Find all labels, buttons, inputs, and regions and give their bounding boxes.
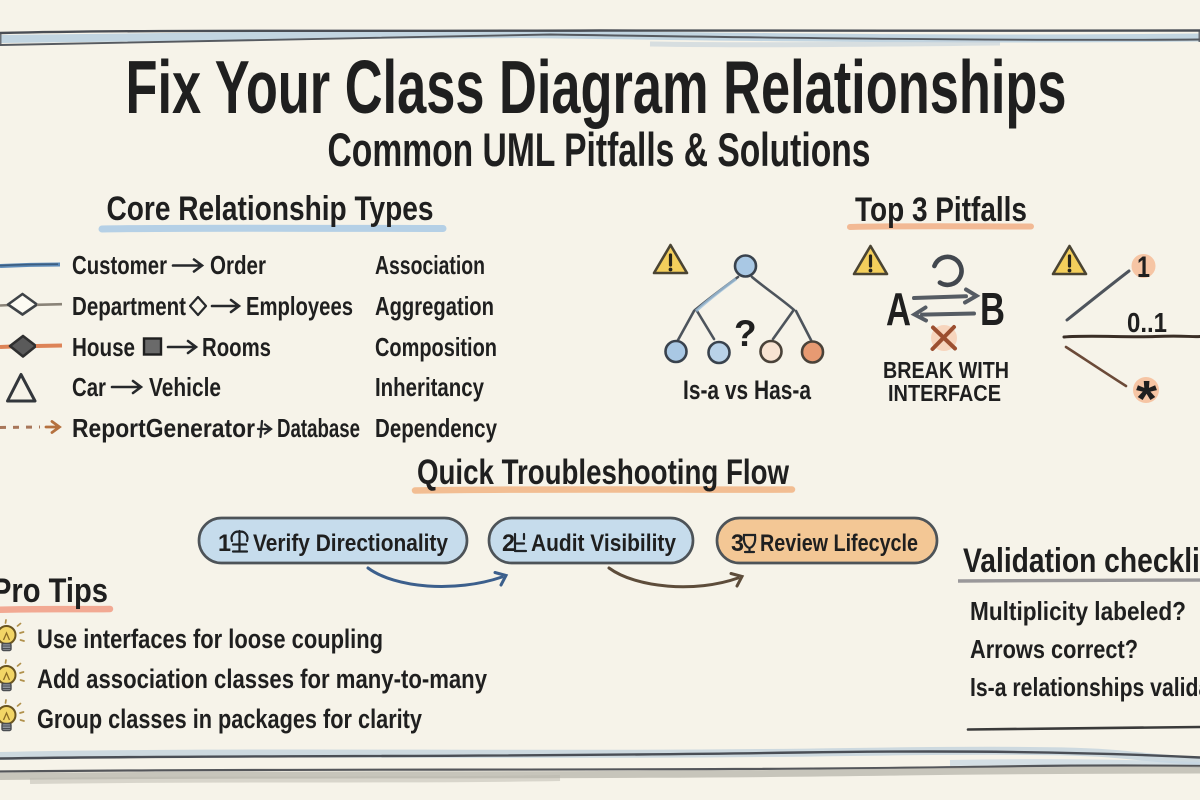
- svg-text:Common UML Pitfalls & Solution: Common UML Pitfalls & Solutions: [328, 123, 871, 176]
- svg-text:Car: Car: [72, 372, 106, 402]
- svg-text:Multiplicity labeled?: Multiplicity labeled?: [970, 596, 1186, 626]
- svg-text:Group classes in packages for: Group classes in packages for clarity: [37, 704, 422, 734]
- svg-text:Order: Order: [210, 250, 266, 280]
- svg-text:Database: Database: [277, 413, 360, 443]
- svg-text:Is-a relationships validated?: Is-a relationships validated?: [970, 672, 1200, 702]
- svg-text:Review Lifecycle: Review Lifecycle: [760, 530, 918, 557]
- svg-text:Pro Tips: Pro Tips: [0, 572, 108, 610]
- svg-text:BREAK WITH: BREAK WITH: [883, 357, 1009, 383]
- svg-text:Rooms: Rooms: [202, 332, 271, 362]
- svg-text:House: House: [72, 332, 135, 362]
- svg-text:3: 3: [731, 530, 744, 557]
- svg-text:Dependency: Dependency: [375, 413, 497, 443]
- svg-text:Quick Troubleshooting Flow: Quick Troubleshooting Flow: [417, 453, 790, 492]
- svg-text:Add association classes for ma: Add association classes for many-to-many: [37, 664, 487, 694]
- svg-text:Arrows correct?: Arrows correct?: [970, 634, 1138, 664]
- svg-text:Association: Association: [375, 250, 485, 280]
- svg-text:Aggregation: Aggregation: [375, 291, 494, 321]
- svg-text:Vehicle: Vehicle: [149, 372, 221, 402]
- svg-text:B: B: [980, 283, 1005, 335]
- svg-text:A: A: [886, 283, 911, 335]
- svg-text:Employees: Employees: [246, 291, 353, 321]
- svg-text:Audit Visibility: Audit Visibility: [531, 530, 677, 557]
- svg-text:2: 2: [502, 530, 515, 557]
- svg-text:Use interfaces for loose coupl: Use interfaces for loose coupling: [37, 624, 383, 654]
- svg-text:INTERFACE: INTERFACE: [888, 380, 1001, 406]
- svg-text:Top 3 Pitfalls: Top 3 Pitfalls: [855, 191, 1027, 229]
- svg-text:0..1: 0..1: [1127, 307, 1167, 338]
- svg-text:Verify Directionality: Verify Directionality: [253, 530, 449, 557]
- svg-text:Fix Your Class Diagram Relatio: Fix Your Class Diagram Relationships: [126, 45, 1067, 129]
- svg-text:ReportGenerator: ReportGenerator: [72, 413, 255, 443]
- svg-text:Inheritancy: Inheritancy: [375, 372, 484, 402]
- svg-text:Validation checklist: Validation checklist: [963, 542, 1200, 580]
- svg-text:Composition: Composition: [375, 332, 497, 362]
- svg-text:Core Relationship Types: Core Relationship Types: [107, 190, 434, 228]
- svg-text:Is-a vs Has-a: Is-a vs Has-a: [683, 375, 812, 405]
- svg-text:?: ?: [734, 313, 757, 354]
- svg-text:Customer: Customer: [72, 250, 167, 280]
- svg-text:*: *: [1136, 370, 1157, 427]
- svg-text:1: 1: [1137, 251, 1150, 284]
- svg-text:1: 1: [218, 530, 231, 557]
- svg-text:Department: Department: [72, 291, 186, 321]
